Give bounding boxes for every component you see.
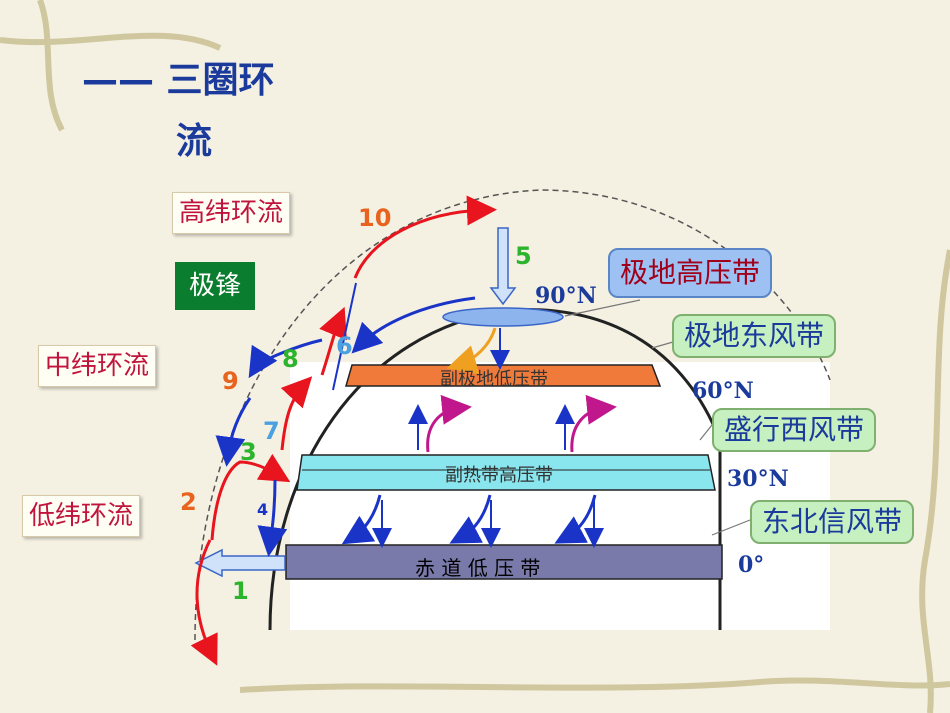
band-label-equatorial-low: 赤 道 低 压 带 xyxy=(415,556,541,580)
lat-90n: 90°N xyxy=(535,283,597,309)
lat-60n: 60°N xyxy=(692,378,754,404)
number-5: 5 xyxy=(515,242,532,270)
arrow-5 xyxy=(489,227,517,306)
polar-high-ellipse xyxy=(442,307,564,327)
equatorial-low-band xyxy=(285,544,723,580)
arrow-1 xyxy=(194,548,286,578)
small-up-arrows xyxy=(408,404,575,450)
westerly-arrows xyxy=(426,394,617,453)
callout-pointers xyxy=(564,299,751,536)
subtropical-high-band xyxy=(296,454,716,491)
page-title: —— 三圈环 xyxy=(82,60,275,101)
band-label-subtropical-high: 副热带高压带 xyxy=(445,465,553,486)
number-1: 1 xyxy=(232,577,249,605)
label-high-lat: 高纬环流 xyxy=(172,192,291,234)
label-mid-lat: 中纬环流 xyxy=(38,345,157,387)
number-9: 9 xyxy=(222,367,239,395)
callout-polar-high: 极地高压带 xyxy=(608,248,773,298)
blue-arrows xyxy=(215,296,597,557)
label-low-lat: 低纬环流 xyxy=(22,495,141,537)
number-2: 2 xyxy=(180,488,197,516)
band-label-sub-polar-low: 副极地低压带 xyxy=(440,369,548,390)
callout-westerlies: 盛行西风带 xyxy=(712,408,877,452)
lat-equator: 0° xyxy=(738,552,765,578)
number-10: 10 xyxy=(358,204,392,232)
label-polar-front: 极锋 xyxy=(175,262,255,310)
number-6: 6 xyxy=(336,332,353,360)
sub-polar-low-band xyxy=(345,364,662,387)
polar-easterly-arrow xyxy=(446,327,497,375)
callout-ne-trades: 东北信风带 xyxy=(750,500,915,544)
callout-polar-easterlies: 极地东风带 xyxy=(672,314,837,358)
page-title-continued: 流 xyxy=(176,121,213,162)
polar-front-line xyxy=(332,282,357,391)
lat-30n: 30°N xyxy=(727,466,789,492)
number-4: 4 xyxy=(257,500,269,519)
number-8: 8 xyxy=(282,345,299,373)
number-7: 7 xyxy=(263,417,280,445)
small-down-arrows xyxy=(372,328,604,548)
number-3: 3 xyxy=(240,438,257,466)
